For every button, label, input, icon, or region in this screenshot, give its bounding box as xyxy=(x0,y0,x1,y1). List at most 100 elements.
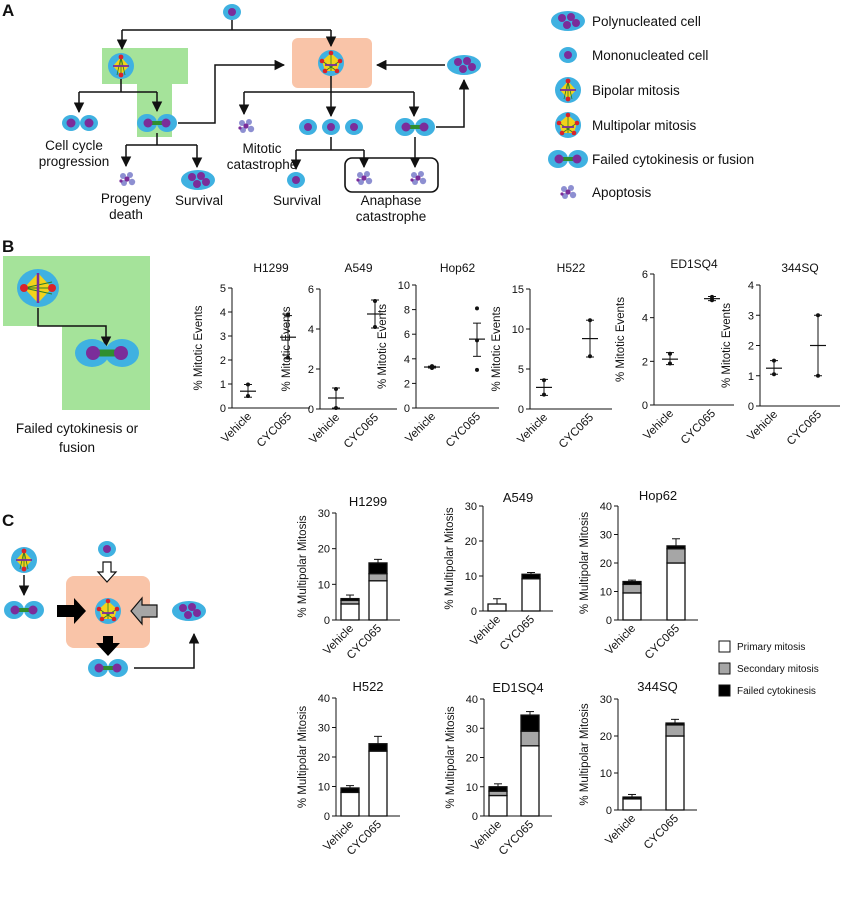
y-tick-label: 10 xyxy=(600,587,612,599)
polynucleated-cell-icon xyxy=(172,601,206,621)
label-progeny: Progeny xyxy=(101,191,152,206)
y-tick-label: 2 xyxy=(748,341,754,353)
x-category-label: CYC065 xyxy=(679,408,718,447)
chart-title: ED1SQ4 xyxy=(492,680,543,695)
y-tick-label: 0 xyxy=(518,404,524,416)
y-tick-label: 30 xyxy=(466,723,478,735)
y-tick-label: 5 xyxy=(220,283,226,295)
x-category-label: Vehicle xyxy=(745,409,780,444)
data-point xyxy=(710,298,714,303)
diagram-a: Cell cycle progression Progeny death Sur… xyxy=(39,4,481,224)
y-tick-label: 30 xyxy=(318,508,330,520)
y-tick-label: 10 xyxy=(466,782,478,794)
legend-swatch-secondary xyxy=(718,662,731,675)
y-tick-label: 40 xyxy=(318,693,330,705)
data-point xyxy=(475,367,479,372)
y-tick-label: 6 xyxy=(308,284,314,296)
x-category-label: CYC065 xyxy=(557,412,596,451)
x-category-label: CYC065 xyxy=(255,411,294,450)
caption-b-line1: Failed cytokinesis or xyxy=(16,421,139,436)
label-survival-left: Survival xyxy=(175,193,223,208)
y-tick-label: 2 xyxy=(308,364,314,376)
x-category-label: CYC065 xyxy=(642,813,681,852)
data-point xyxy=(475,306,479,311)
legend-a-item: Failed cytokinesis or fusion xyxy=(592,152,754,167)
y-tick-label: 20 xyxy=(318,752,330,764)
y-tick-label: 20 xyxy=(465,536,477,548)
x-category-label: Vehicle xyxy=(641,408,676,443)
panel-label-b: B xyxy=(2,237,14,256)
x-category-label: Vehicle xyxy=(603,623,638,658)
legend-swatch-primary xyxy=(718,640,731,653)
legend-label: Secondary mitosis xyxy=(737,664,819,675)
anaphase-catastrophe-box xyxy=(344,157,439,193)
data-point xyxy=(373,325,377,329)
data-point xyxy=(542,392,546,397)
bar-segment-secondary xyxy=(520,730,540,747)
failed-cytokinesis-icon xyxy=(548,150,588,168)
data-point xyxy=(588,354,592,359)
chart-title: H1299 xyxy=(349,494,387,509)
x-category-label: CYC065 xyxy=(444,411,483,450)
y-tick-label: 40 xyxy=(466,694,478,706)
diagram-b: Failed cytokinesis or fusion xyxy=(3,256,150,455)
bar-segment-secondary xyxy=(368,572,388,582)
y-axis-label: % Mitotic Events xyxy=(281,306,293,391)
y-axis-label: % Multipolar Mitosis xyxy=(579,703,591,805)
bar-segment-primary xyxy=(368,750,388,817)
y-axis-label: % Mitotic Events xyxy=(193,305,205,390)
y-tick-label: 0 xyxy=(404,403,410,415)
chart-title: 344SQ xyxy=(781,261,818,275)
y-axis-label: % Multipolar Mitosis xyxy=(444,507,456,609)
y-axis-label: % Mitotic Events xyxy=(377,304,389,389)
bipolar-mitosis-icon xyxy=(107,52,135,80)
bar-legend: Primary mitosis Secondary mitosis Failed… xyxy=(718,640,819,697)
label-mitotic: Mitotic xyxy=(242,141,281,156)
bar-segment-failed xyxy=(665,722,685,726)
polynucleated-cell-icon xyxy=(551,11,585,31)
bar-segment-failed xyxy=(622,796,642,800)
data-point xyxy=(816,313,820,318)
failed-cytokinesis-icon xyxy=(88,659,128,677)
x-category-label: Vehicle xyxy=(219,411,254,446)
y-tick-label: 0 xyxy=(606,805,612,817)
bar-segment-secondary xyxy=(666,548,686,564)
chart-title: H1299 xyxy=(253,261,289,275)
data-point xyxy=(286,355,290,360)
y-tick-label: 0 xyxy=(324,811,330,823)
multipolar-mitosis-icon xyxy=(554,111,582,139)
y-tick-label: 0 xyxy=(471,606,477,618)
chart-title: Hop62 xyxy=(639,488,677,503)
black-arrow xyxy=(57,598,86,624)
legend-swatch-failed xyxy=(718,684,731,697)
bar-segment-failed xyxy=(622,580,642,586)
y-axis-label: % Multipolar Mitosis xyxy=(579,512,591,614)
bar-segment-primary xyxy=(520,745,540,817)
chart-title: 344SQ xyxy=(637,679,677,694)
label-anaphase: Anaphase xyxy=(361,193,422,208)
legend-a-item: Polynucleated cell xyxy=(592,14,701,29)
y-tick-label: 30 xyxy=(318,723,330,735)
y-tick-label: 4 xyxy=(404,354,410,366)
chart-title: A549 xyxy=(503,490,533,505)
data-point xyxy=(816,373,820,378)
bar-segment-failed xyxy=(520,714,540,732)
bar-segment-failed xyxy=(340,787,360,794)
y-axis-label: % Mitotic Events xyxy=(721,303,733,388)
bar-segment-failed xyxy=(368,562,388,575)
y-tick-label: 10 xyxy=(600,768,612,780)
y-tick-label: 4 xyxy=(642,313,648,325)
data-point xyxy=(710,294,714,299)
x-category-label: CYC065 xyxy=(342,412,381,451)
label-death: death xyxy=(109,207,143,222)
data-point xyxy=(373,299,377,303)
y-axis-label: % Multipolar Mitosis xyxy=(297,515,309,617)
data-point xyxy=(334,406,338,410)
bar-segment-failed xyxy=(340,597,360,602)
